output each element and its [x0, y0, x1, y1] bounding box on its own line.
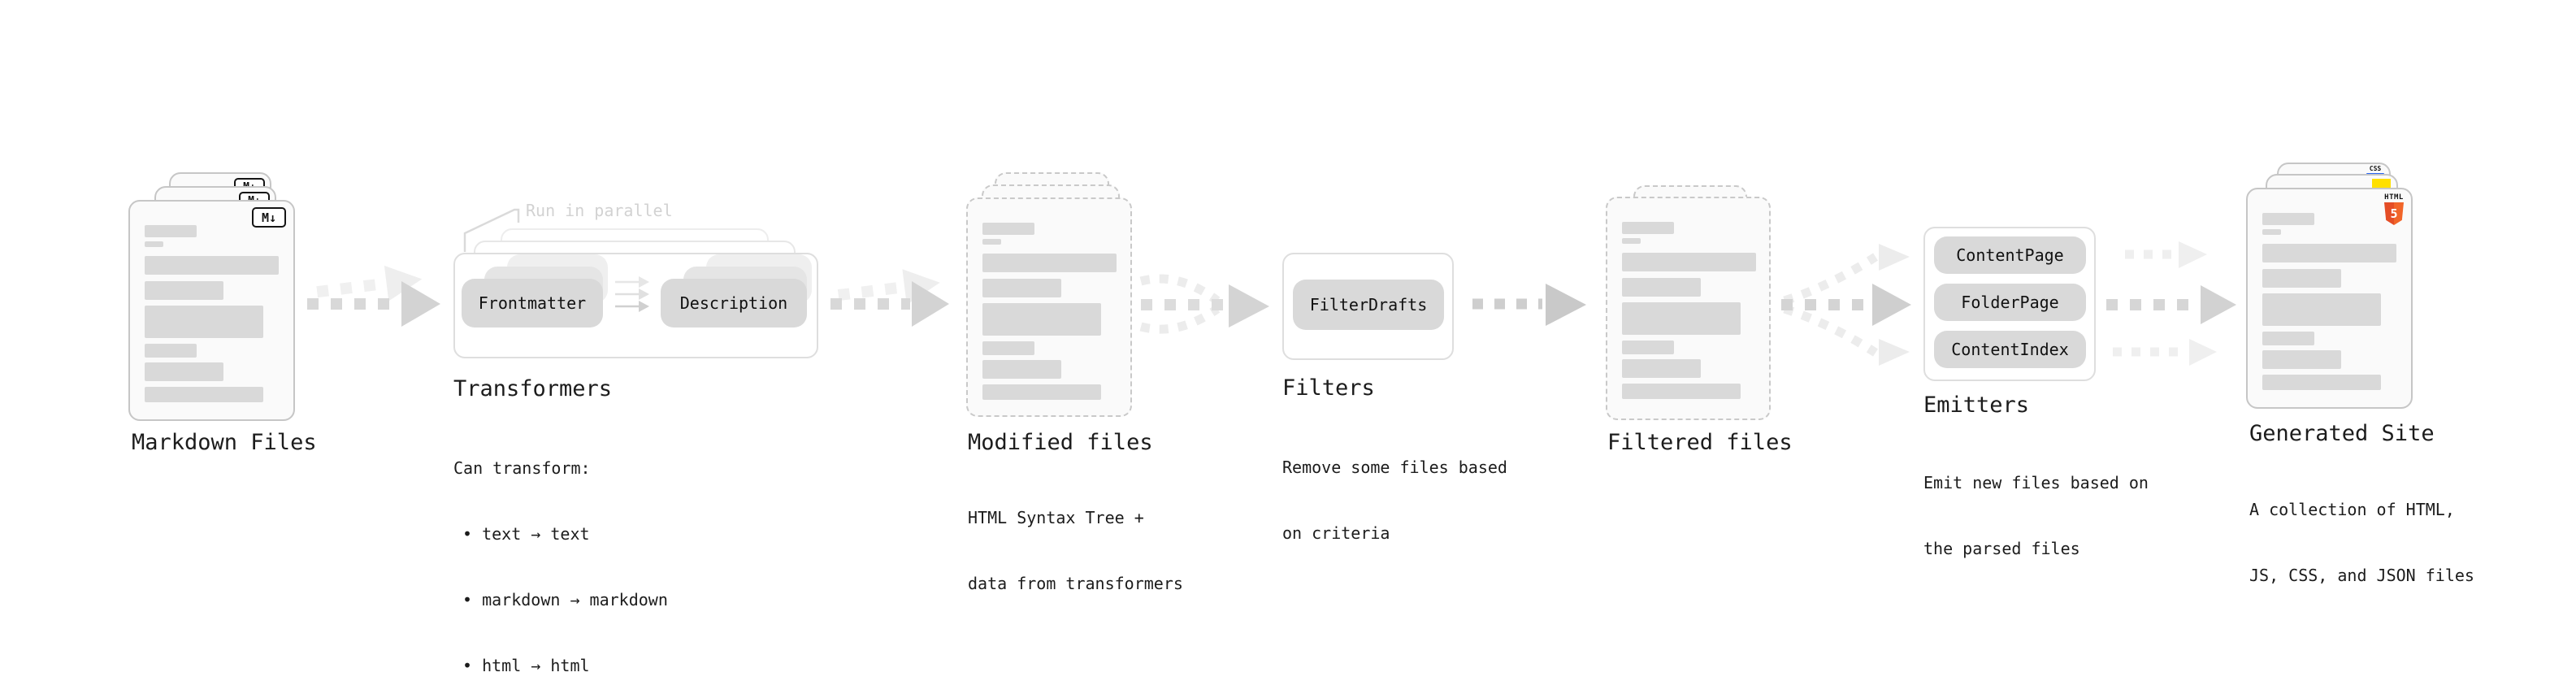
text-line-placeholder	[1622, 359, 1701, 378]
html5-icon: HTML 5	[2383, 193, 2405, 225]
run-in-parallel-note: Run in parallel	[526, 201, 673, 220]
filtered-files-label: Filtered files	[1607, 430, 1793, 455]
text-line-placeholder	[1622, 253, 1756, 271]
html5-icon-number: 5	[2390, 206, 2398, 221]
text-line-placeholder	[2262, 269, 2341, 288]
generated-file-card: HTML 5	[2246, 188, 2413, 409]
folderpage-pill: FolderPage	[1934, 284, 2086, 321]
text-line-placeholder	[2262, 350, 2341, 369]
text-line-placeholder	[982, 239, 1001, 245]
text-line-placeholder	[982, 254, 1117, 272]
frontmatter-pill: Frontmatter	[462, 279, 603, 327]
text-line-placeholder	[982, 360, 1061, 379]
emitters-description: Emit new files based on the parsed files	[1923, 428, 2149, 604]
text-line-placeholder	[1622, 222, 1674, 234]
markdown-files-label: Markdown Files	[132, 430, 317, 455]
text-line-placeholder	[2262, 213, 2314, 225]
text-line-placeholder	[2262, 244, 2396, 262]
text-line-placeholder	[982, 384, 1101, 400]
text-line-placeholder	[2262, 332, 2314, 345]
modified-files-label: Modified files	[968, 430, 1153, 455]
filterdrafts-pill: FilterDrafts	[1293, 280, 1444, 330]
transformers-sub-line: • text → text	[462, 524, 590, 544]
filters-sub-line: on criteria	[1282, 523, 1390, 543]
text-line-placeholder	[1622, 384, 1741, 399]
text-line-placeholder	[1622, 340, 1674, 354]
filtered-file-card	[1606, 197, 1771, 420]
modified-sub-line: data from transformers	[968, 574, 1183, 593]
modified-file-card	[966, 197, 1132, 417]
text-line-placeholder	[145, 362, 223, 381]
generated-sub-line: JS, CSS, and JSON files	[2249, 566, 2474, 585]
text-line-placeholder	[1622, 278, 1701, 297]
text-line-placeholder	[145, 225, 197, 237]
text-line-placeholder	[145, 306, 263, 338]
emitters-sub-line: Emit new files based on	[1923, 473, 2149, 492]
text-line-placeholder	[982, 303, 1101, 336]
arrow-filters-to-filtered	[1472, 284, 1586, 326]
text-line-placeholder	[1622, 302, 1741, 335]
transformers-sub-line: Can transform:	[453, 458, 591, 478]
arrow-modified-to-filters	[1139, 274, 1269, 334]
transformers-description: Can transform: • text → text • markdown …	[453, 414, 668, 681]
text-line-placeholder	[145, 281, 223, 300]
contentpage-pill: ContentPage	[1934, 236, 2086, 274]
contentindex-pill: ContentIndex	[1934, 331, 2086, 368]
emitters-heading: Emitters	[1923, 393, 2030, 418]
arrow-emitters-to-generated	[2106, 241, 2236, 366]
css-icon-label: CSS	[2369, 165, 2382, 172]
filters-heading: Filters	[1282, 375, 1375, 401]
transformers-heading: Transformers	[453, 376, 613, 401]
text-line-placeholder	[145, 241, 163, 247]
text-line-placeholder	[2262, 229, 2281, 235]
text-line-placeholder	[982, 279, 1061, 297]
generated-sub-line: A collection of HTML,	[2249, 500, 2455, 519]
js-icon	[2372, 179, 2391, 189]
text-line-placeholder	[145, 256, 279, 275]
transformers-sub-line: • markdown → markdown	[462, 590, 668, 609]
filters-sub-line: Remove some files based	[1282, 458, 1507, 477]
emitters-sub-line: the parsed files	[1923, 539, 2080, 558]
text-line-placeholder	[982, 223, 1034, 235]
text-line-placeholder	[1622, 238, 1641, 244]
filters-description: Remove some files based on criteria	[1282, 413, 1507, 588]
html5-icon-shield: 5	[2384, 202, 2404, 225]
arrow-markdown-to-transformers	[307, 265, 440, 327]
text-line-placeholder	[145, 344, 197, 358]
arrow-transformers-to-modified	[830, 269, 949, 327]
markdown-icon: M↓	[252, 207, 286, 228]
text-line-placeholder	[2262, 293, 2381, 326]
modified-sub-line: HTML Syntax Tree +	[968, 508, 1144, 527]
generated-site-label: Generated Site	[2249, 421, 2435, 446]
modified-files-description: HTML Syntax Tree + data from transformer…	[968, 463, 1183, 639]
text-line-placeholder	[145, 387, 263, 402]
markdown-file-card: M↓	[128, 200, 295, 421]
transformers-sub-line: • html → html	[462, 656, 590, 675]
text-line-placeholder	[982, 341, 1034, 355]
description-pill: Description	[661, 279, 807, 327]
generated-site-description: A collection of HTML, JS, CSS, and JSON …	[2249, 455, 2474, 631]
text-line-placeholder	[2262, 375, 2381, 390]
html5-icon-label: HTML	[2384, 193, 2404, 202]
arrow-filtered-to-emitters	[1781, 244, 1911, 366]
